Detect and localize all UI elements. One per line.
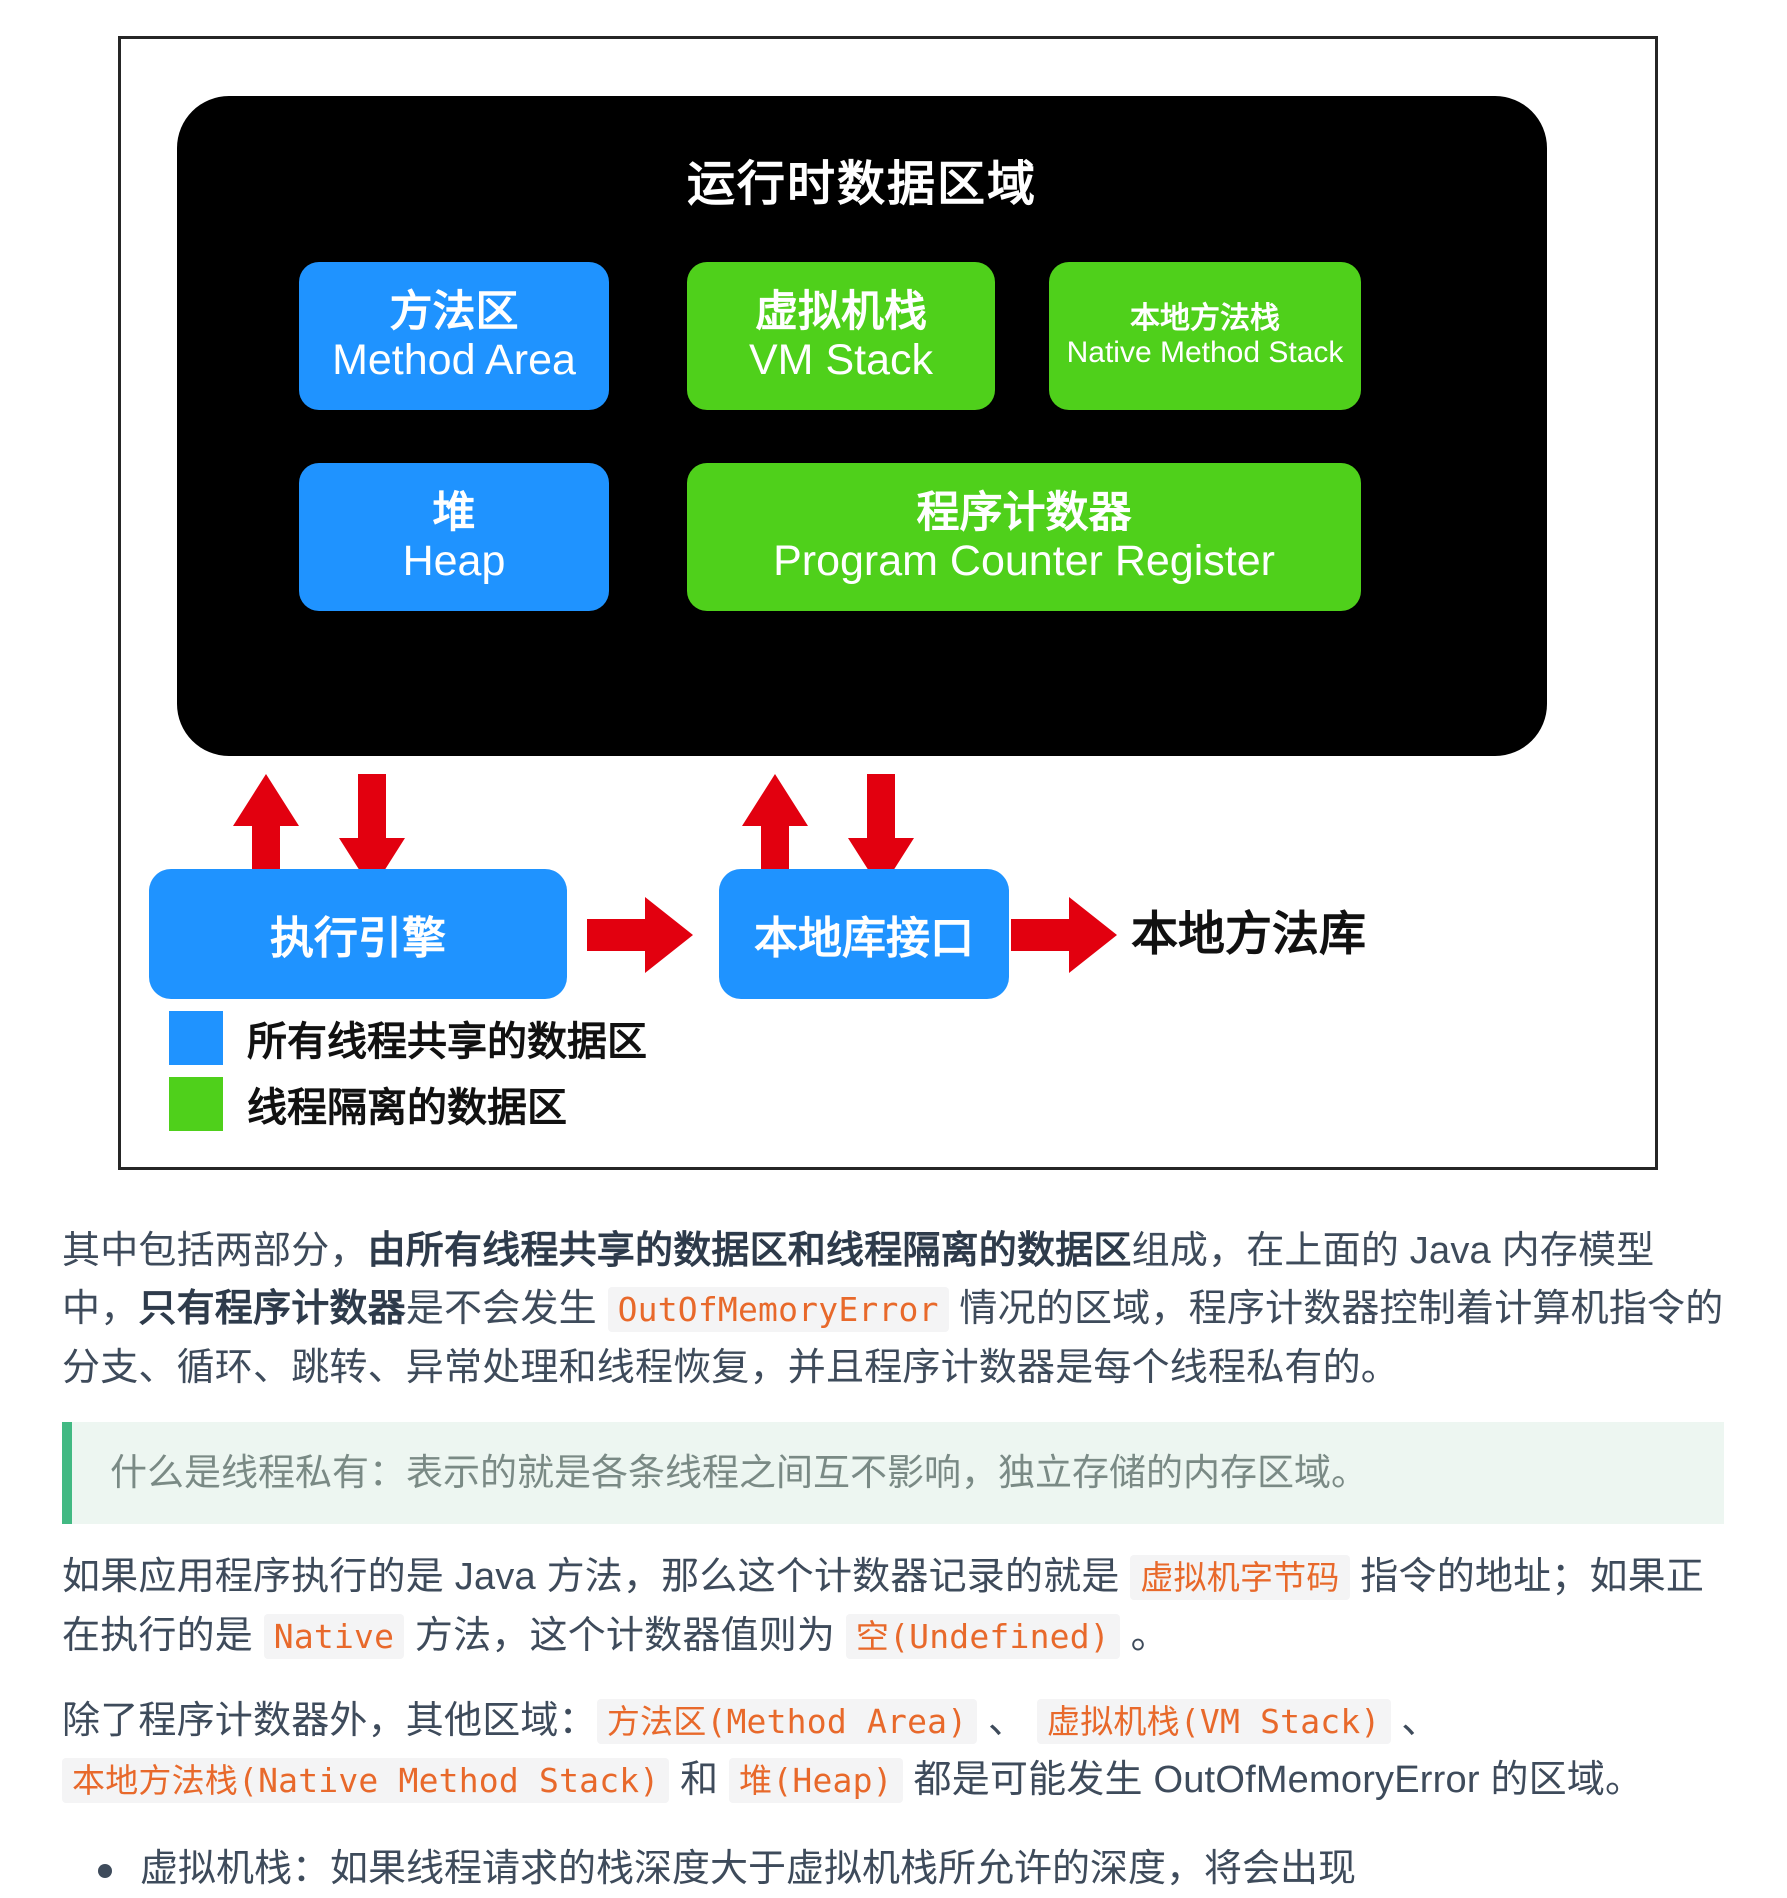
- paragraph-oom-regions: 除了程序计数器外，其他区域：方法区(Method Area) 、 虚拟机栈(VM…: [62, 1692, 1724, 1810]
- legend-label-isolated: 线程隔离的数据区: [247, 1086, 567, 1130]
- box-native-method-stack-cn: 本地方法栈: [1130, 301, 1280, 335]
- box-program-counter-register-en: Program Counter Register: [773, 537, 1275, 585]
- box-execution-engine: 执行引擎: [149, 869, 567, 999]
- arrow-right-icon-engine-to-interface: [587, 897, 693, 973]
- list-item: 虚拟机栈：如果线程请求的栈深度大于虚拟机栈所允许的深度，将会出现: [62, 1840, 1724, 1898]
- runtime-data-area-panel: 运行时数据区域 方法区 Method Area 虚拟机栈 VM Stack 本地…: [177, 96, 1547, 756]
- box-execution-engine-label: 执行引擎: [270, 914, 446, 963]
- jvm-memory-diagram: 运行时数据区域 方法区 Method Area 虚拟机栈 VM Stack 本地…: [118, 36, 1658, 1170]
- box-vm-stack-cn: 虚拟机栈: [755, 287, 927, 336]
- box-native-interface: 本地库接口: [719, 869, 1009, 999]
- para4-text-5: 都是可能发生 OutOfMemoryError 的区域。: [902, 1759, 1644, 1801]
- code-native-method-stack: 本地方法栈(Native Method Stack): [62, 1758, 670, 1803]
- bullet-list-oom-cases: 虚拟机栈：如果线程请求的栈深度大于虚拟机栈所允许的深度，将会出现: [62, 1840, 1724, 1898]
- arrow-up-icon-right: [742, 774, 808, 890]
- box-heap: 堆 Heap: [299, 463, 609, 611]
- code-undefined: 空(Undefined): [845, 1614, 1120, 1659]
- callout-thread-private-text: 什么是线程私有：表示的就是各条线程之间互不影响，独立存储的内存区域。: [110, 1452, 1368, 1494]
- label-native-library: 本地方法库: [1131, 907, 1366, 960]
- para1-text-1: 其中包括两部分，: [62, 1230, 368, 1272]
- arrow-right-icon-interface-to-library: [1011, 897, 1117, 973]
- para1-bold-2: 只有程序计数器: [138, 1288, 406, 1330]
- paragraph-pc-register: 如果应用程序执行的是 Java 方法，那么这个计数器记录的就是 虚拟机字节码 指…: [62, 1548, 1724, 1666]
- list-item-label: 虚拟机栈：如果线程请求的栈深度大于虚拟机栈所允许的深度，将会出现: [140, 1848, 1357, 1890]
- para4-text-3: 、: [1390, 1700, 1440, 1742]
- callout-thread-private: 什么是线程私有：表示的就是各条线程之间互不影响，独立存储的内存区域。: [62, 1422, 1724, 1524]
- code-outofmemoryerror: OutOfMemoryError: [607, 1287, 949, 1332]
- code-heap: 堆(Heap): [729, 1758, 903, 1803]
- arrow-down-icon-left: [339, 774, 405, 890]
- bullet-dot-icon: [98, 1864, 112, 1878]
- para1-text-4: 情况的区域，程序计数器控制着计算机指令的分支、循环、跳转、异常处理和线程恢复，并…: [62, 1288, 1724, 1389]
- para4-text-2: 、: [977, 1700, 1038, 1742]
- box-native-interface-label: 本地库接口: [754, 914, 974, 963]
- para1-text-2: 组成，在上面的 Java 内存模型中，: [62, 1230, 1655, 1330]
- box-method-area-cn: 方法区: [389, 287, 519, 336]
- box-program-counter-register: 程序计数器 Program Counter Register: [687, 463, 1361, 611]
- box-native-method-stack: 本地方法栈 Native Method Stack: [1049, 262, 1361, 410]
- box-heap-cn: 堆: [432, 488, 476, 537]
- code-vm-bytecode: 虚拟机字节码: [1130, 1555, 1350, 1600]
- paragraph-memory-areas: 其中包括两部分，由所有线程共享的数据区和线程隔离的数据区组成，在上面的 Java…: [62, 1222, 1724, 1397]
- box-method-area: 方法区 Method Area: [299, 262, 609, 410]
- legend-item-isolated: 线程隔离的数据区: [169, 1075, 567, 1133]
- para3-text-1: 如果应用程序执行的是 Java 方法，那么这个计数器记录的就是: [62, 1556, 1131, 1598]
- arrow-up-icon-left: [233, 774, 299, 890]
- code-method-area: 方法区(Method Area): [596, 1699, 978, 1744]
- code-vm-stack: 虚拟机栈(VM Stack): [1037, 1699, 1391, 1744]
- para1-text-3: 是不会发生: [405, 1288, 608, 1330]
- arrow-down-icon-right: [848, 774, 914, 890]
- legend-item-shared: 所有线程共享的数据区: [169, 1009, 647, 1067]
- box-heap-en: Heap: [402, 537, 506, 585]
- para3-text-4: 。: [1119, 1615, 1169, 1657]
- code-native: Native: [263, 1614, 405, 1659]
- para3-text-3: 方法，这个计数器值则为: [404, 1615, 846, 1657]
- runtime-data-area-title: 运行时数据区域: [686, 158, 1037, 211]
- para4-text-4: 和: [669, 1759, 730, 1801]
- box-program-counter-register-cn: 程序计数器: [916, 488, 1132, 537]
- legend-swatch-green: [169, 1077, 223, 1131]
- para1-bold-1: 由所有线程共享的数据区和线程隔离的数据区: [367, 1230, 1132, 1272]
- box-vm-stack-en: VM Stack: [749, 336, 933, 384]
- box-method-area-en: Method Area: [332, 336, 576, 384]
- box-native-method-stack-en: Native Method Stack: [1066, 336, 1344, 370]
- legend-label-shared: 所有线程共享的数据区: [247, 1020, 647, 1064]
- box-vm-stack: 虚拟机栈 VM Stack: [687, 262, 995, 410]
- legend-swatch-blue: [169, 1011, 223, 1065]
- para4-text-1: 除了程序计数器外，其他区域：: [62, 1700, 597, 1742]
- para3-text-2: 指令的地址；如果正在执行的是: [62, 1556, 1705, 1657]
